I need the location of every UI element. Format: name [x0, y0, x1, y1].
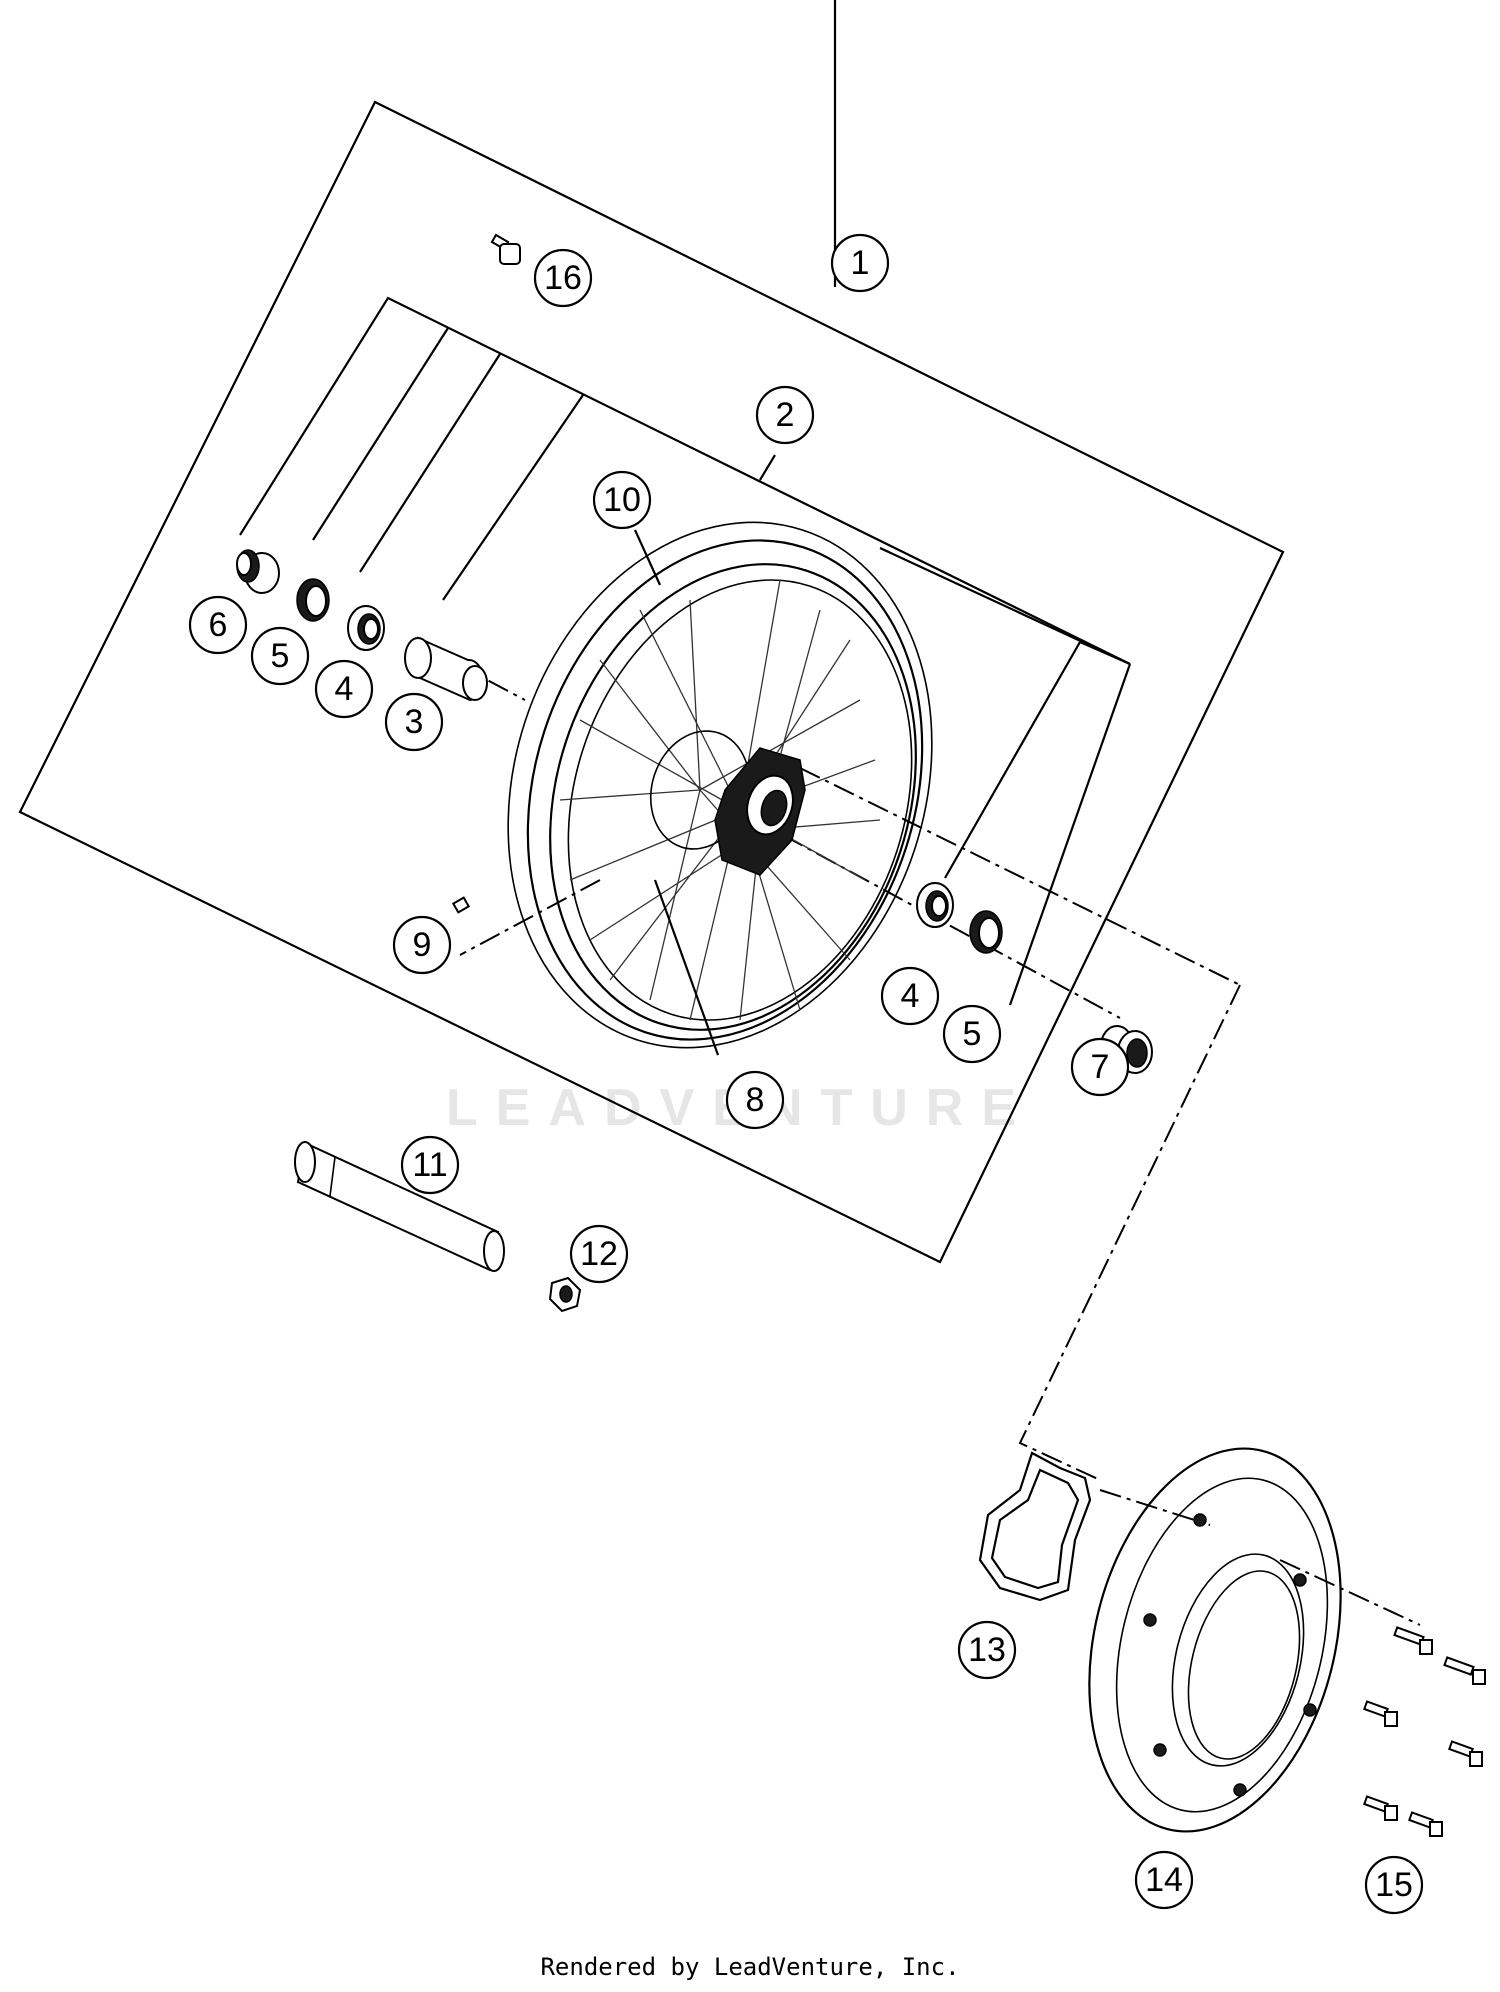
- spacer-part-6: [236, 549, 280, 594]
- wheel-rim-part-10: [507, 521, 933, 1049]
- svg-text:10: 10: [603, 481, 641, 519]
- spokes-part-8: [559, 579, 881, 1021]
- svg-text:8: 8: [746, 1081, 765, 1119]
- svg-text:16: 16: [544, 259, 582, 297]
- svg-text:15: 15: [1375, 1866, 1413, 1904]
- wheel-hub: [649, 730, 806, 876]
- nipple-part-9: [451, 896, 471, 914]
- leader-lines: [633, 529, 720, 1056]
- svg-text:2: 2: [776, 396, 795, 434]
- callout-5-left: 5: [250, 626, 310, 686]
- callout-3: 3: [384, 692, 444, 752]
- svg-text:3: 3: [405, 703, 424, 741]
- callout-15: 15: [1364, 1855, 1424, 1915]
- callout-16: 16: [533, 248, 593, 308]
- svg-text:1: 1: [851, 244, 870, 282]
- callout-4-left: 4: [314, 659, 374, 719]
- svg-text:14: 14: [1145, 1861, 1183, 1899]
- seal-ring-part-5-left: [296, 578, 330, 622]
- callout-2: 2: [755, 385, 815, 445]
- callout-7: 7: [1070, 1037, 1130, 1097]
- svg-text:7: 7: [1091, 1048, 1110, 1086]
- bearing-part-4-left: [347, 605, 385, 651]
- svg-text:6: 6: [209, 606, 228, 644]
- callout-14: 14: [1134, 1850, 1194, 1910]
- axle-part-11: [294, 1141, 505, 1272]
- bearing-part-4-right: [916, 882, 954, 928]
- disc-carrier-part-13: [978, 1451, 1092, 1602]
- nut-part-12: [548, 1276, 582, 1313]
- footer-credit: Rendered by LeadVenture, Inc.: [540, 1953, 959, 1981]
- callout-8: 8: [725, 1070, 785, 1130]
- svg-text:13: 13: [968, 1631, 1006, 1669]
- svg-text:4: 4: [901, 977, 920, 1015]
- valve-part-16: [490, 233, 521, 265]
- bolts-part-15: [1363, 1626, 1486, 1837]
- callout-1: 1: [830, 233, 890, 293]
- callout-4-right: 4: [880, 966, 940, 1026]
- callout-9: 9: [392, 915, 452, 975]
- assembly-frame-1: [18, 0, 1285, 1264]
- svg-text:11: 11: [412, 1146, 447, 1184]
- callout-13: 13: [957, 1620, 1017, 1680]
- sleeve-part-3: [404, 636, 488, 702]
- svg-text:5: 5: [271, 637, 290, 675]
- axis-lines: [454, 662, 1421, 1626]
- svg-text:5: 5: [963, 1015, 982, 1053]
- assembly-frame-2: [239, 296, 1132, 1006]
- svg-text:4: 4: [335, 670, 354, 708]
- callout-11: 11: [400, 1135, 460, 1195]
- callout-5-right: 5: [942, 1004, 1002, 1064]
- callout-6: 6: [188, 595, 248, 655]
- seal-ring-part-5-right: [969, 910, 1003, 954]
- svg-text:9: 9: [413, 926, 432, 964]
- callout-12: 12: [569, 1224, 629, 1284]
- brake-disc-part-14: [1088, 1447, 1342, 1833]
- svg-text:12: 12: [580, 1235, 618, 1273]
- callout-10: 10: [592, 470, 652, 530]
